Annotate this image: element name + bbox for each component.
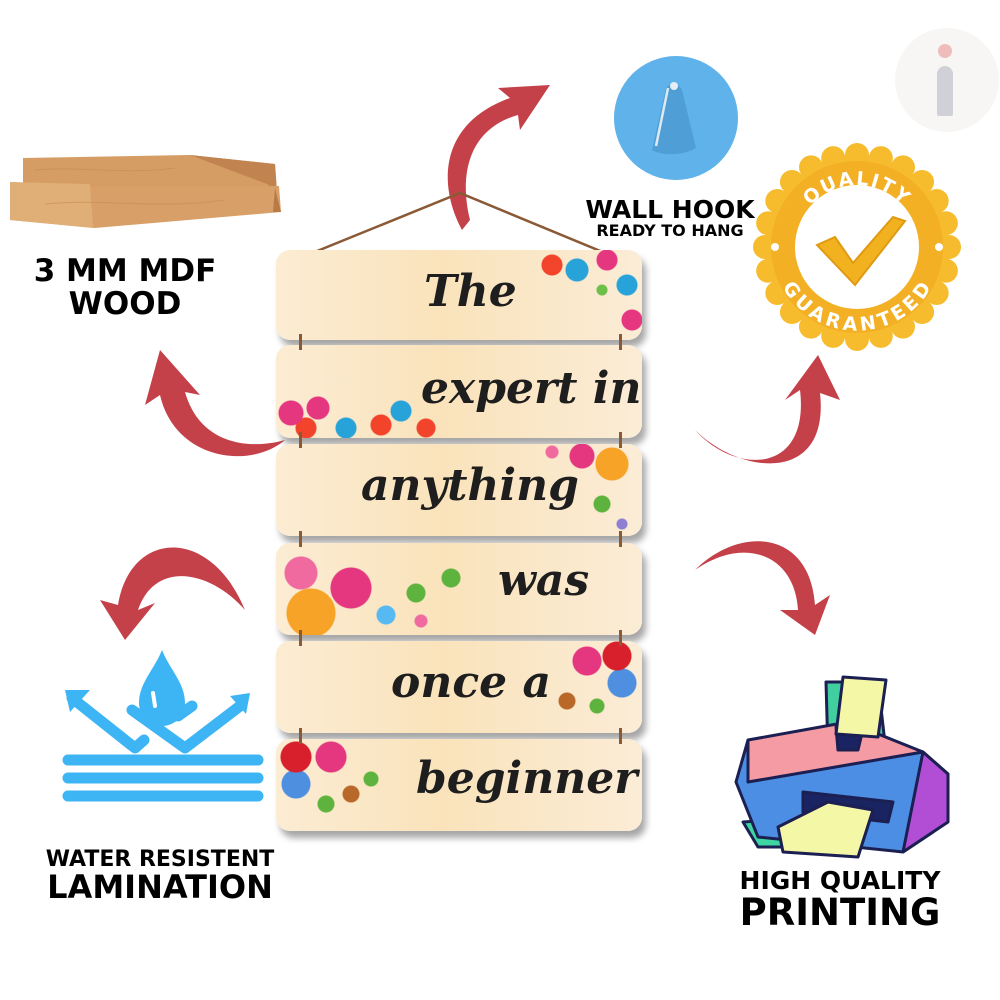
badge-scallop (845, 143, 869, 167)
plank-peg (299, 432, 302, 448)
hook-label-title: WALL HOOK (585, 195, 755, 224)
logo-stem (937, 66, 953, 116)
mdf-label-line2: WOOD (68, 285, 182, 322)
plank-text: expert in (421, 363, 642, 414)
sign-plank: anything (276, 444, 642, 536)
plank-text: The (424, 266, 517, 317)
wall-hook-icon (614, 56, 738, 180)
sign-plank: once a (276, 641, 642, 733)
arrow-to-printer (695, 541, 830, 635)
mdf-label-line1: 3 MM MDF (33, 253, 217, 289)
badge-scallop (937, 235, 961, 259)
printing-label-line2: PRINTING (739, 891, 941, 935)
plank-peg (619, 531, 622, 547)
hanging-string (299, 191, 623, 262)
arrow-to-mdf (145, 350, 285, 457)
badge-scallop (753, 235, 777, 259)
sign-plank: The (276, 250, 642, 340)
sign-plank: was (276, 543, 642, 635)
plank-peg (619, 728, 622, 744)
lamination-label-line2: LAMINATION (47, 868, 273, 907)
printing-label-line1: HIGH QUALITY (739, 866, 941, 895)
floral-decoration (276, 739, 396, 831)
plank-peg (299, 531, 302, 547)
plank-text: was (498, 555, 590, 606)
wood-planks-icon (10, 155, 281, 228)
plank-peg (619, 432, 622, 448)
printing-label: HIGH QUALITY PRINTING (705, 866, 975, 935)
plank-text: beginner (416, 753, 638, 804)
lamination-label-line1: WATER RESISTENT (45, 847, 275, 872)
hook-label-subtitle: READY TO HANG (596, 221, 744, 241)
checkmark-icon (815, 215, 907, 287)
badge-scallop (845, 327, 869, 351)
arrow-to-hook (447, 85, 550, 230)
logo-dot (938, 44, 952, 58)
arrow-to-badge (695, 355, 840, 464)
plank-peg (299, 728, 302, 744)
sign-plank: expert in (276, 345, 642, 438)
plank-peg (619, 334, 622, 350)
arrow-to-lamination (100, 547, 245, 640)
plank-peg (299, 630, 302, 646)
sign-plank: beginner (276, 739, 642, 831)
lamination-label: WATER RESISTENT LAMINATION (20, 848, 300, 905)
floral-decoration (522, 444, 642, 536)
plank-text: anything (361, 460, 579, 511)
floral-decoration (527, 641, 642, 733)
floral-decoration (532, 250, 642, 340)
quality-badge: QUALITY GUARANTEED (753, 143, 961, 351)
printer-icon (734, 675, 950, 859)
water-drop-icon (62, 650, 264, 802)
floral-decoration (276, 383, 441, 438)
floral-decoration (276, 543, 491, 635)
mdf-label: 3 MM MDF WOOD (10, 255, 240, 320)
hook-label: WALL HOOK READY TO HANG (575, 195, 765, 241)
plank-peg (299, 334, 302, 350)
brand-logo (895, 28, 999, 132)
plank-peg (619, 630, 622, 646)
plank-text: once a (391, 657, 551, 708)
